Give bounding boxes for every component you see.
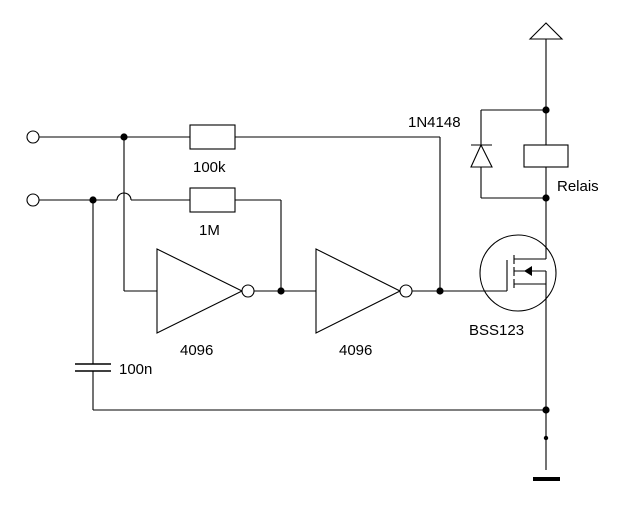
mosfet-bss123 — [478, 234, 557, 312]
relay-label: Relais — [557, 178, 599, 195]
input-terminal-top — [26, 130, 40, 144]
wire-capacitor-branch — [92, 200, 546, 411]
inverter-2-label: 4096 — [339, 342, 372, 359]
junction-supply-bottom — [542, 194, 550, 202]
ground-icon — [533, 477, 560, 481]
capacitor-100n-label: 100n — [119, 361, 152, 378]
mosfet-label: BSS123 — [469, 322, 524, 339]
junction-second-left — [89, 196, 97, 204]
resistor-1m-label: 1M — [199, 222, 220, 239]
junction-inverter-link — [277, 287, 285, 295]
resistor-100k — [189, 124, 236, 150]
junction-gate — [436, 287, 444, 295]
junction-top-left — [120, 133, 128, 141]
resistor-1m — [189, 187, 236, 213]
capacitor-100n — [75, 363, 111, 372]
diode-label: 1N4148 — [408, 114, 461, 131]
relay-coil — [523, 144, 569, 168]
inverter-2 — [315, 248, 413, 334]
junction-nodes — [89, 106, 550, 441]
wire-to-inverter-1-input — [123, 137, 157, 292]
diode-1n4148 — [470, 143, 493, 168]
inverter-1-label: 4096 — [180, 342, 213, 359]
junction-supply-top — [542, 106, 550, 114]
junction-ground-small — [543, 435, 549, 441]
wire-top-line — [39, 136, 441, 291]
input-terminal-bottom — [26, 193, 40, 207]
inverter-1 — [156, 248, 255, 334]
supply-arrow-icon — [528, 22, 564, 40]
resistor-100k-label: 100k — [193, 159, 226, 176]
junction-ground-line — [542, 406, 550, 414]
